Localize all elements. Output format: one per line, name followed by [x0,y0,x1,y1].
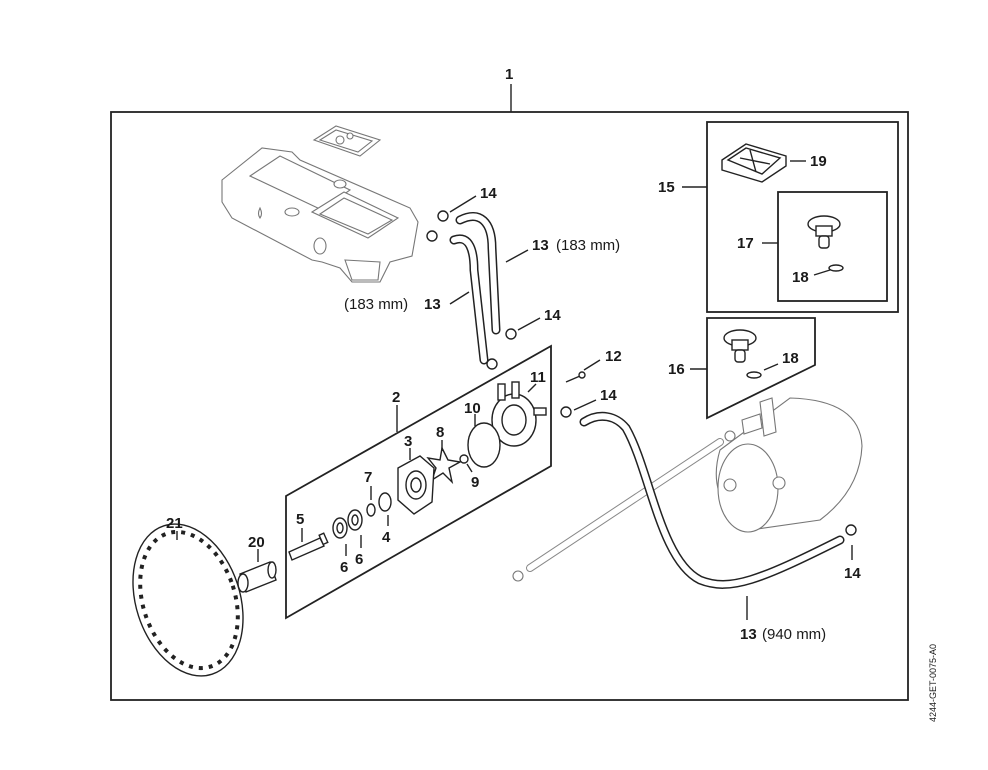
manifold-body [221,147,419,283]
seal-4 [378,492,392,512]
callout-18a: 18 [792,269,809,286]
shaft-5 [288,532,329,561]
callout-6b: 6 [355,551,363,568]
callout-7: 7 [364,469,372,486]
tank-housing [715,397,863,533]
callout-14c: 14 [600,387,617,404]
callout-3: 3 [404,433,412,450]
callout-13b: 13 [424,296,441,313]
leader-14b [517,317,541,331]
leader-18a [813,269,831,276]
callout-8: 8 [436,424,444,441]
callout-15: 15 [658,179,675,196]
callout-20: 20 [248,534,265,551]
screw-12 [565,371,586,383]
callout-18b: 18 [782,350,799,367]
callout-16: 16 [668,361,685,378]
callout-21: 21 [166,515,183,532]
kit-15-frame [706,121,899,313]
hose-clamps-top [426,210,517,370]
callout-19: 19 [810,153,827,170]
callout-14a: 14 [480,185,497,202]
leader-14c [573,399,597,411]
cap-17 [807,215,844,272]
hose-940mm [579,411,845,589]
bearing-6a-inner [336,522,344,534]
leader-12 [583,359,601,371]
callout-2: 2 [392,389,400,406]
callout-14b: 14 [544,307,561,324]
callout-1: 1 [505,66,513,83]
leader-18b [763,363,779,371]
callout-17: 17 [737,235,754,252]
leader-13a [505,249,529,263]
retaining-ring-7 [366,503,376,517]
reference-code: 4244-GET-0075-A0 [928,644,938,722]
callout-11: 11 [530,369,546,386]
o-ring-10 [467,422,501,468]
coupling-20 [237,561,277,593]
valve-plate-19 [721,143,787,183]
leader-14a [449,195,477,213]
leader-13b [449,291,470,305]
callout-14d: 14 [844,565,861,582]
cap-16 [723,329,762,379]
callout-13b-length: (183 mm) [344,296,408,313]
callout-9: 9 [471,474,479,491]
callout-6a: 6 [340,559,348,576]
callout-5: 5 [296,511,304,528]
leader-9 [466,463,473,473]
pump-cover-11 [491,381,547,447]
callout-13a: 13 [532,237,549,254]
bearing-6b-inner [351,514,359,526]
fan-guard-21 [132,523,244,677]
manifold-cover-plate [312,125,382,157]
nut-9 [459,454,469,464]
kit-17-frame [777,191,888,302]
callout-13c: 13 [740,626,757,643]
hose-clamp-right [845,524,857,536]
callout-10: 10 [464,400,481,417]
leader-11 [527,383,537,393]
hose-183mm-pair [449,212,501,365]
return-hose-inner [527,439,723,571]
assembly-frame [110,111,909,701]
callout-13c-length: (940 mm) [762,626,826,643]
kit-16-frame [706,317,816,420]
callout-4: 4 [382,529,391,546]
callout-13a-length: (183 mm) [556,237,620,254]
hose-clamp-pump [560,406,572,418]
callout-12: 12 [605,348,622,365]
kit-2-frame [285,344,552,620]
impeller-8 [426,445,463,485]
pump-housing-3 [397,455,435,515]
return-hose-clamp [512,570,524,582]
